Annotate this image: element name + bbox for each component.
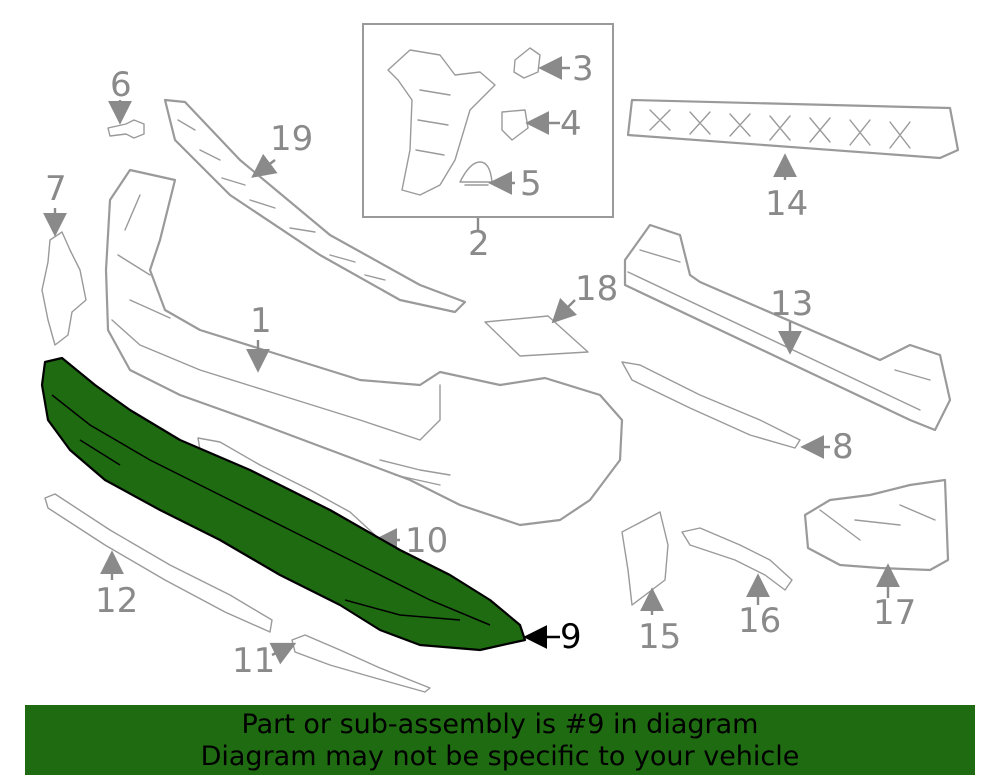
callout-2: 2: [468, 224, 490, 264]
part-15-bracket: [621, 511, 669, 615]
banner-line-2: Diagram may not be specific to your vehi…: [200, 741, 800, 772]
callout-10: 10: [405, 521, 448, 561]
part-9-lower-valance: [40, 356, 560, 652]
callout-1: 1: [250, 301, 272, 341]
callout-15: 15: [638, 617, 681, 657]
part-8-trim-molding: [621, 361, 830, 459]
callout-19: 19: [270, 119, 313, 159]
callout-5: 5: [520, 164, 542, 204]
banner-line-1: Part or sub-assembly is #9 in diagram: [241, 709, 759, 740]
callout-6: 6: [110, 65, 132, 105]
callout-14: 14: [765, 184, 808, 224]
part-16-trim: [681, 527, 793, 605]
callout-17: 17: [873, 593, 916, 633]
callout-12: 12: [95, 581, 138, 621]
part-1-bumper-cover: [104, 168, 624, 527]
callout-8: 8: [832, 427, 854, 467]
callout-3: 3: [572, 49, 594, 89]
part-14-energy-absorber: [626, 98, 960, 180]
callout-9: 9: [560, 617, 582, 657]
callout-4: 4: [560, 104, 582, 144]
part-13-reinforcement-bar: [623, 223, 952, 432]
part-11-corner-molding: [269, 634, 431, 693]
part-6-bolt: [107, 100, 145, 139]
info-banner: Part or sub-assembly is #9 in diagram Di…: [25, 705, 975, 775]
part-2-bracket-kit: [362, 23, 614, 230]
callout-18: 18: [575, 269, 618, 309]
callout-11: 11: [232, 641, 275, 681]
part-17-bracket: [803, 478, 950, 598]
part-18-tow-cap: [484, 297, 589, 357]
callout-7: 7: [45, 169, 67, 209]
part-7-side-bracket: [41, 208, 87, 346]
parts-diagram: 1 2 3 4 5 6 7 8 9 10 11 12 13 14 15 16 1…: [40, 23, 960, 693]
part-12-lower-strip: [44, 493, 273, 633]
callout-13: 13: [770, 284, 813, 324]
part-19-step-pad: [163, 98, 467, 314]
callout-16: 16: [738, 601, 781, 641]
